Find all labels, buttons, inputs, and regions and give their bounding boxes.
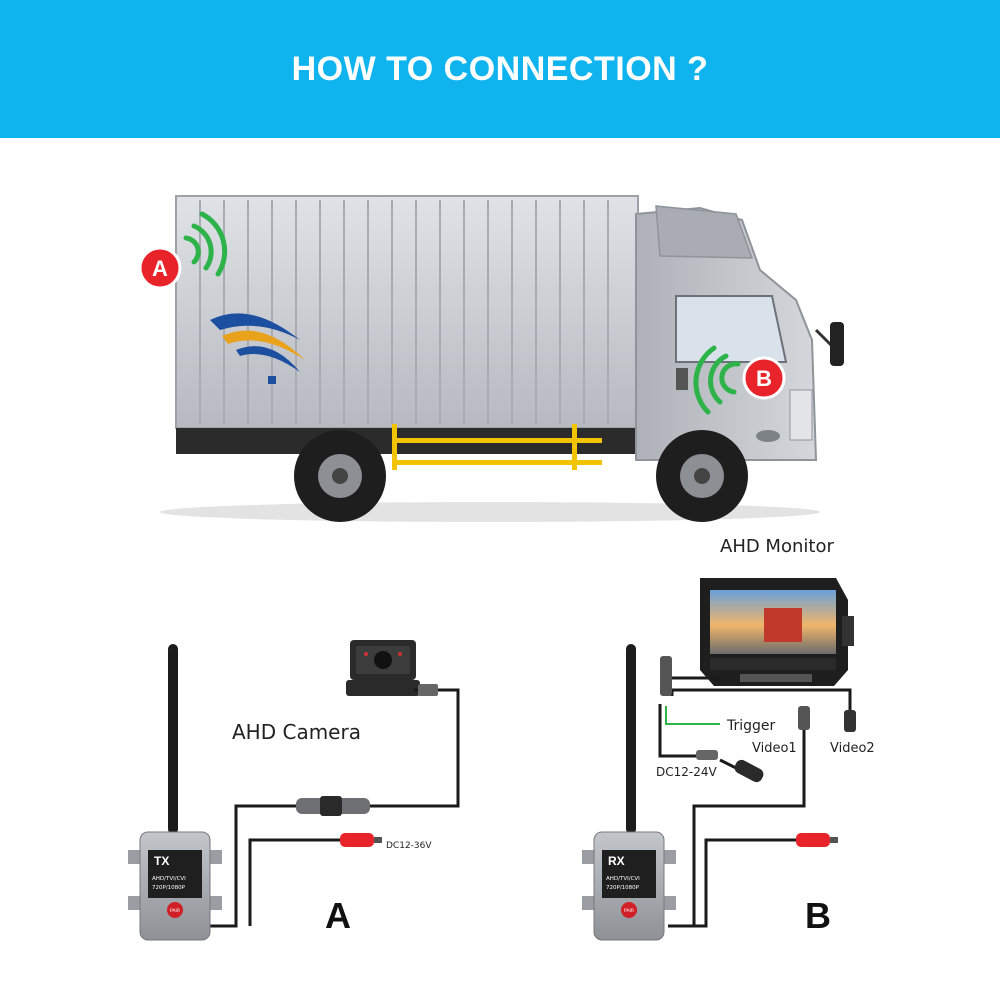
tx-module: TX AHD/TVI/CVI 720P/1080P PAIR	[128, 831, 222, 941]
antenna-icon	[168, 644, 178, 834]
rear-wheel	[294, 430, 386, 522]
svg-text:AHD/TVI/CVI: AHD/TVI/CVI	[152, 876, 186, 882]
svg-text:PAIR: PAIR	[170, 908, 180, 914]
svg-text:720P/1080P: 720P/1080P	[606, 885, 640, 891]
ahd-camera-icon	[346, 640, 420, 696]
power-label-b: DC12-24V	[656, 765, 717, 779]
trigger-connector	[660, 656, 672, 696]
camera-label: AHD Camera	[232, 720, 361, 744]
diagram-a-transmitter: DC12-36V AHD Camera TX AHD/TVI/CVI 720P/…	[128, 640, 460, 941]
signal-waves-b-icon	[693, 345, 741, 415]
video2-connector	[844, 710, 856, 732]
svg-text:AHD/TVI/CVI: AHD/TVI/CVI	[606, 876, 640, 882]
diagram-letter-b: B	[805, 895, 831, 936]
header-banner: HOW TO CONNECTION ?	[0, 0, 1000, 138]
truck-illustration: A B	[138, 195, 844, 522]
module-tag-tx: TX	[154, 854, 169, 868]
video2-label: Video2	[830, 741, 875, 756]
video1-connector	[798, 706, 810, 730]
antenna-icon	[626, 644, 636, 834]
video-connector-a	[296, 796, 370, 816]
ahd-monitor-icon	[700, 578, 854, 686]
diagram-b-receiver: AHD Monitor Trig	[582, 536, 875, 941]
marker-a: A	[138, 246, 182, 290]
cigarette-plug-icon	[734, 759, 764, 783]
front-wheel	[656, 430, 748, 522]
trigger-label: Trigger	[726, 718, 776, 734]
diagram-letter-a: A	[325, 895, 351, 936]
video1-label: Video1	[752, 741, 797, 756]
module-tag-rx: RX	[608, 854, 625, 868]
rx-module: RX AHD/TVI/CVI 720P/1080P PAIR	[582, 831, 676, 941]
power-plug-b	[796, 833, 838, 847]
svg-text:PAIR: PAIR	[624, 908, 634, 914]
pair-button	[167, 902, 183, 918]
marker-b: B	[742, 356, 786, 400]
svg-text:B: B	[756, 366, 772, 391]
power-label-a: DC12-36V	[386, 841, 432, 851]
power-plug-a	[340, 833, 382, 847]
svg-text:A: A	[152, 256, 168, 281]
pair-button	[621, 902, 637, 918]
truck-logo	[210, 313, 305, 384]
svg-text:720P/1080P: 720P/1080P	[152, 885, 186, 891]
monitor-label: AHD Monitor	[720, 536, 834, 557]
page-title: HOW TO CONNECTION ?	[291, 49, 709, 88]
signal-waves-a-icon	[183, 211, 228, 277]
